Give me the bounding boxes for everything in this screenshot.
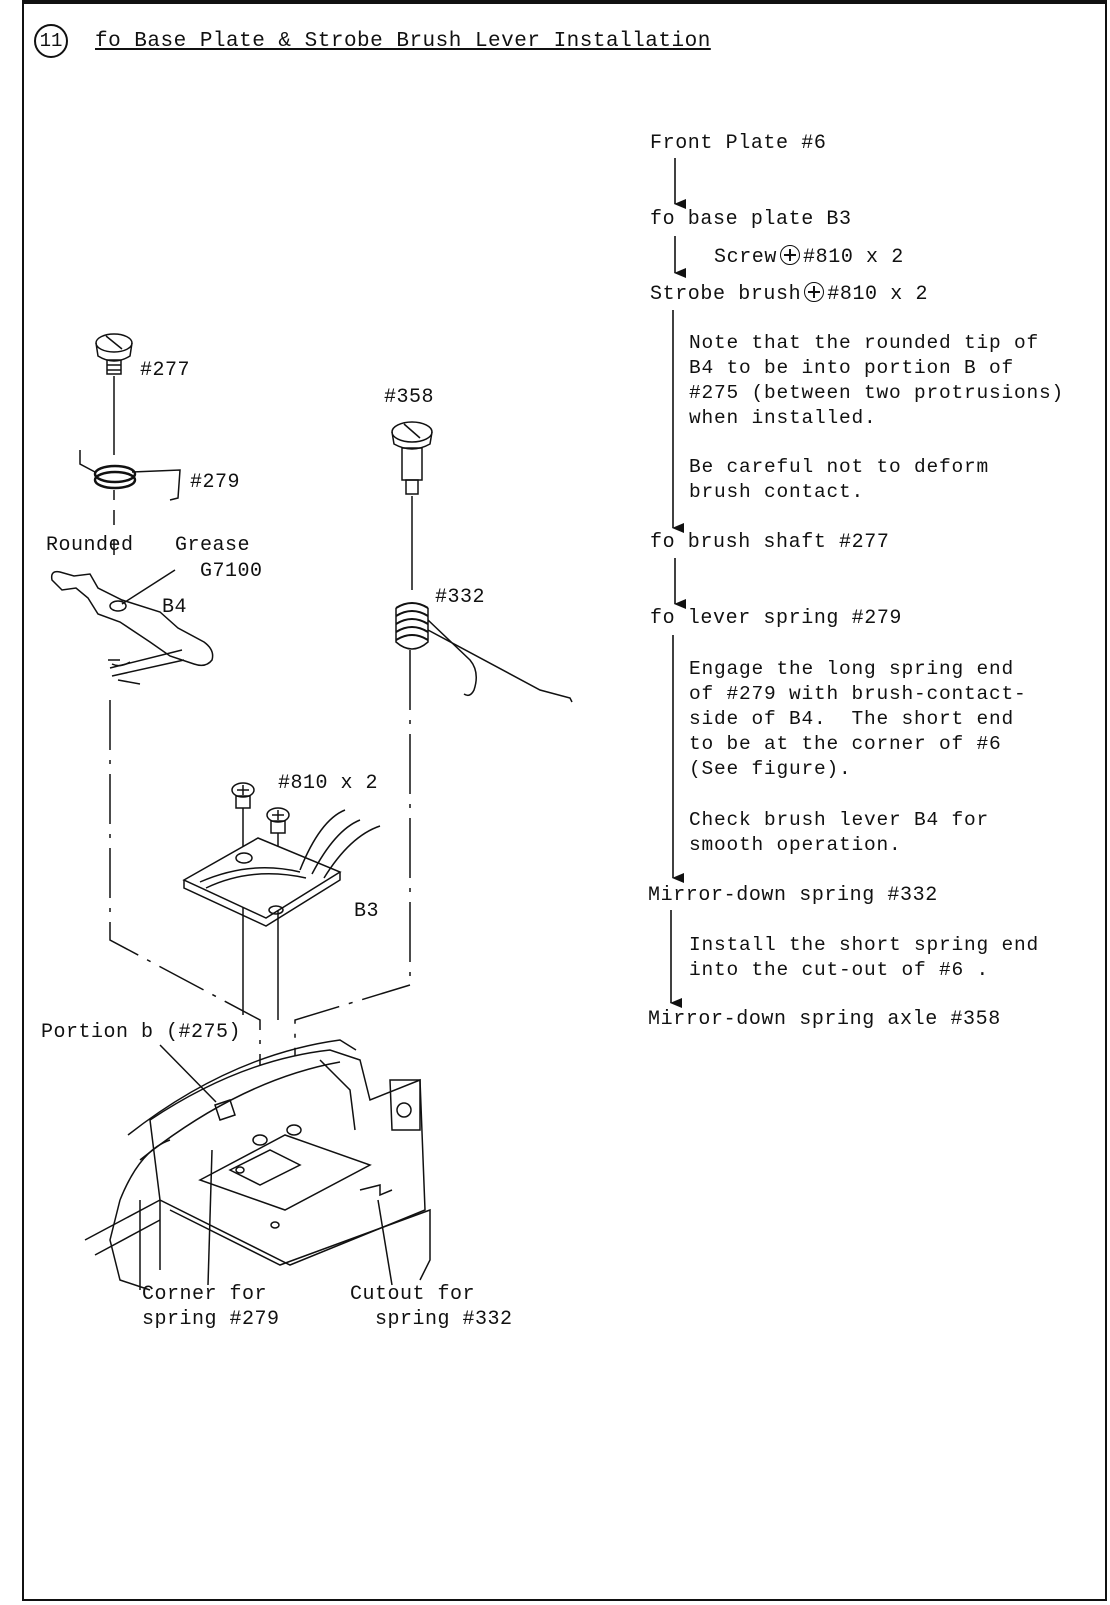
mirror-down-spring-332-drawing [395, 602, 573, 703]
procedure-step-brush-shaft: fo brush shaft #277 [650, 531, 890, 554]
procedure-step-base-plate: fo base plate B3 [650, 208, 852, 231]
label-part-358: #358 [384, 386, 435, 409]
section-title: fo Base Plate & Strobe Brush Lever Insta… [95, 30, 711, 53]
label-part-332: #332 [435, 586, 486, 609]
label-grease-code: G7100 [200, 560, 263, 583]
procedure-step-mirror-spring: Mirror-down spring #332 [648, 884, 938, 907]
lever-spring-279-drawing [79, 450, 181, 501]
brush-lever-b4-drawing [50, 570, 214, 685]
spring-axle-358-drawing [391, 421, 433, 590]
step-number-circle: 11 [34, 24, 68, 58]
note-brush-contact: Be careful not to deform brush contact. [689, 456, 990, 503]
strobe-brush-label: Strobe brush [650, 283, 802, 306]
screw-label: Screw [714, 246, 778, 269]
procedure-step-strobe-brush: Strobe brush #810 x 2 [650, 282, 928, 306]
phillips-screw-icon [804, 282, 825, 302]
note-install-short-end: Install the short spring end into the cu… [689, 934, 1040, 981]
label-b3: B3 [354, 900, 380, 923]
label-portion-b: Portion b (#275) [41, 1021, 242, 1044]
label-b4: B4 [162, 596, 188, 619]
note-engage-spring: Engage the long spring end of #279 with … [689, 658, 1027, 780]
page-frame [22, 0, 1107, 1601]
procedure-step-spring-axle: Mirror-down spring axle #358 [648, 1008, 1001, 1031]
base-plate-b3-drawing [182, 809, 381, 927]
front-plate-body-drawing [84, 1039, 431, 1291]
label-rounded: Rounded [46, 534, 134, 557]
phillips-screw-icon [780, 245, 801, 265]
procedure-substep-screw: Screw #810 x 2 [714, 245, 904, 269]
label-grease: Grease [175, 534, 251, 557]
note-check-brush-lever: Check brush lever B4 for smooth operatio… [689, 809, 990, 856]
brush-shaft-277-drawing [95, 333, 133, 455]
label-screw-810: #810 x 2 [278, 772, 379, 795]
top-border [22, 0, 1107, 4]
screw-spec: #810 x 2 [803, 246, 904, 269]
label-part-279: #279 [190, 471, 241, 494]
note-rounded-tip: Note that the rounded tip of B4 to be in… [689, 332, 1065, 429]
label-part-277: #277 [140, 359, 191, 382]
label-cutout-for-spring: Cutout for spring #332 [350, 1283, 513, 1331]
strobe-brush-spec: #810 x 2 [827, 283, 929, 306]
label-corner-for-spring: Corner for spring #279 [142, 1283, 280, 1331]
procedure-step-front-plate: Front Plate #6 [650, 132, 827, 155]
screw-810-drawing [231, 782, 290, 1020]
procedure-step-lever-spring: fo lever spring #279 [650, 607, 903, 630]
